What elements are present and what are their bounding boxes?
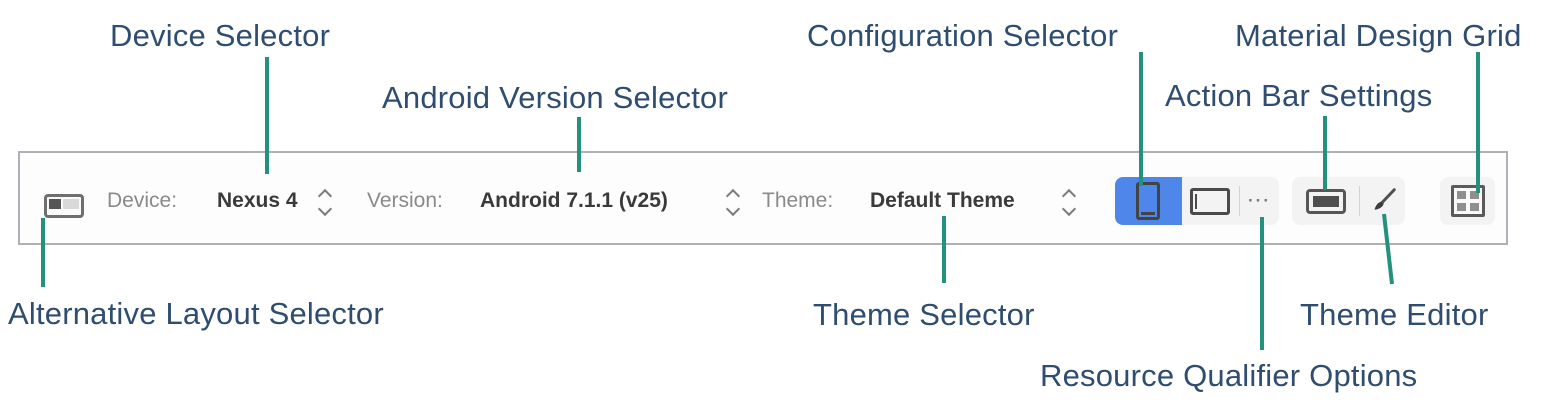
grid-button-group bbox=[1440, 177, 1495, 225]
toggle-dark-segment bbox=[49, 199, 61, 209]
chevron-down-icon bbox=[317, 201, 333, 217]
label-material-design-grid: Material Design Grid bbox=[1235, 18, 1522, 53]
portrait-configuration-button[interactable] bbox=[1115, 177, 1182, 225]
theme-selector-value[interactable]: Default Theme bbox=[870, 189, 1015, 212]
landscape-phone-icon bbox=[1190, 187, 1231, 215]
label-alternative-layout-selector: Alternative Layout Selector bbox=[8, 296, 384, 331]
configuration-button-group: ··· bbox=[1115, 177, 1279, 225]
chevron-down-icon bbox=[1061, 201, 1077, 217]
divider bbox=[1239, 186, 1241, 216]
alternative-layout-selector-icon[interactable] bbox=[44, 194, 84, 218]
device-label: Device: bbox=[107, 189, 178, 212]
appearance-button-group bbox=[1292, 177, 1405, 225]
label-resource-qualifier-options: Resource Qualifier Options bbox=[1040, 358, 1418, 393]
version-label: Version: bbox=[367, 189, 443, 212]
paint-brush-icon bbox=[1374, 188, 1396, 210]
label-configuration-selector: Configuration Selector bbox=[807, 18, 1119, 53]
label-theme-editor: Theme Editor bbox=[1300, 297, 1489, 332]
device-dropdown-spinner-icon[interactable] bbox=[317, 188, 333, 217]
toggle-light-segment bbox=[63, 199, 79, 209]
version-dropdown-spinner-icon[interactable] bbox=[725, 188, 741, 217]
theme-label: Theme: bbox=[762, 189, 834, 212]
layout-editor-toolbar: Device: Nexus 4 Version: Android 7.1.1 (… bbox=[18, 151, 1508, 245]
label-action-bar-settings: Action Bar Settings bbox=[1165, 78, 1433, 113]
portrait-phone-icon bbox=[1136, 182, 1161, 220]
chevron-down-icon bbox=[725, 201, 741, 217]
label-device-selector: Device Selector bbox=[110, 18, 331, 53]
ellipsis-icon: ··· bbox=[1248, 191, 1271, 210]
device-selector-value[interactable]: Nexus 4 bbox=[217, 189, 298, 212]
action-bar-icon bbox=[1305, 188, 1346, 214]
label-android-version-selector: Android Version Selector bbox=[382, 80, 728, 115]
theme-dropdown-spinner-icon[interactable] bbox=[1061, 188, 1077, 217]
material-design-grid-button[interactable] bbox=[1440, 177, 1495, 225]
action-bar-settings-button[interactable] bbox=[1292, 177, 1359, 225]
theme-editor-button[interactable] bbox=[1360, 177, 1405, 225]
material-grid-icon bbox=[1450, 185, 1485, 217]
landscape-configuration-button[interactable] bbox=[1182, 177, 1239, 225]
android-version-selector-value[interactable]: Android 7.1.1 (v25) bbox=[480, 189, 668, 212]
resource-qualifier-options-button[interactable]: ··· bbox=[1240, 177, 1279, 225]
divider bbox=[1359, 186, 1360, 216]
label-theme-selector: Theme Selector bbox=[813, 297, 1035, 332]
